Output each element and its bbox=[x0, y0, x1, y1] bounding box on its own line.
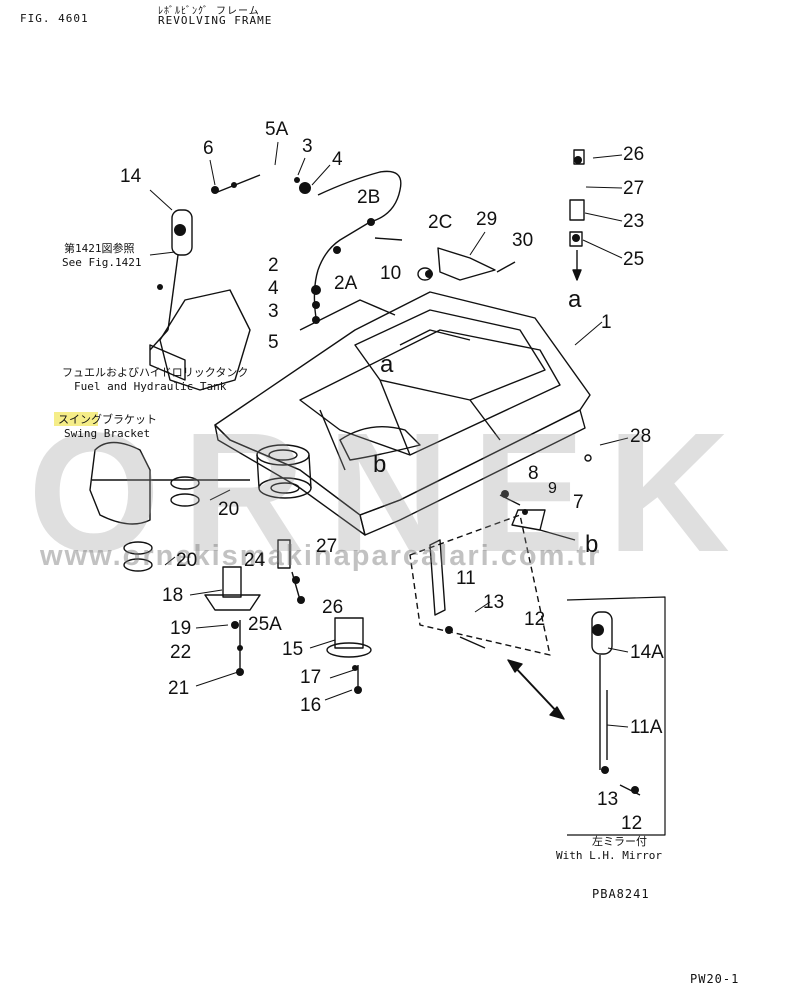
part-label-25: 25 bbox=[623, 249, 645, 270]
part-label-19: 19 bbox=[170, 618, 192, 639]
swing-en: Swing Bracket bbox=[64, 427, 151, 440]
see-fig-jp: 第1421図参照 bbox=[64, 242, 135, 255]
part-label-10: 10 bbox=[380, 263, 402, 284]
part-label-15: 15 bbox=[282, 639, 304, 660]
part-label-27a: 27 bbox=[623, 178, 645, 199]
part-label-5: 5 bbox=[268, 332, 279, 353]
part-label-9: 9 bbox=[548, 480, 557, 497]
mirror-14 bbox=[171, 209, 193, 256]
part-label-13b: 13 bbox=[597, 789, 619, 810]
part-label-11a: 11A bbox=[630, 717, 663, 738]
swing-mount-curve bbox=[339, 425, 421, 461]
part-label-3a: 3 bbox=[302, 136, 313, 157]
ref-label-a-top: a bbox=[568, 286, 582, 313]
part-label-7: 7 bbox=[573, 492, 584, 513]
part-label-4a: 4 bbox=[332, 149, 343, 170]
tank-jp: フュエルおよびハイドロリックタンク bbox=[62, 366, 249, 379]
watermark-brand: ORNEK bbox=[28, 398, 752, 588]
part-label-3b: 3 bbox=[268, 301, 279, 322]
part-label-14a: 14A bbox=[630, 642, 664, 663]
part-label-23: 23 bbox=[623, 211, 645, 232]
watermark-url: www.ornekismakinaparcalari.com.tr bbox=[40, 540, 602, 572]
part-label-30: 30 bbox=[512, 230, 534, 251]
mirror-jp: 左ミラー付 bbox=[592, 835, 647, 848]
part-label-22: 22 bbox=[170, 642, 192, 663]
part-label-16: 16 bbox=[300, 695, 322, 716]
mirror-detail-box bbox=[566, 596, 666, 836]
part-label-20b: 20 bbox=[176, 550, 198, 571]
part-label-2a: 2A bbox=[334, 273, 358, 294]
see-fig-en: See Fig.1421 bbox=[62, 256, 142, 269]
part-label-14: 14 bbox=[120, 166, 142, 187]
ref-label-a-frame: a bbox=[380, 351, 394, 378]
drawing-code: PBA8241 bbox=[592, 887, 650, 901]
part-label-20a: 20 bbox=[218, 499, 240, 520]
part-label-26b: 26 bbox=[322, 597, 344, 618]
frame-left-face bbox=[214, 424, 366, 536]
part-label-27b: 27 bbox=[316, 536, 338, 557]
stay-11 bbox=[429, 539, 446, 616]
part-label-18: 18 bbox=[162, 585, 184, 606]
tank-en: Fuel and Hydraulic Tank bbox=[74, 380, 227, 393]
highlight-marker bbox=[54, 412, 98, 426]
part-label-13a: 13 bbox=[483, 592, 505, 613]
part-label-4b: 4 bbox=[268, 278, 279, 299]
part-label-2: 2 bbox=[268, 255, 279, 276]
part-label-6: 6 bbox=[203, 138, 214, 159]
fuel-tank-outline bbox=[159, 289, 251, 391]
detail-arrow bbox=[511, 663, 561, 716]
part-label-25a: 25A bbox=[248, 614, 282, 635]
pin-18 bbox=[222, 566, 242, 598]
page-title: REVOLVING FRAME bbox=[158, 14, 273, 27]
figure-number: FIG. 4601 bbox=[20, 12, 89, 25]
part-label-17: 17 bbox=[300, 667, 322, 688]
page-number: PW20-1 bbox=[690, 972, 740, 986]
plate-29 bbox=[437, 247, 496, 281]
part-label-29: 29 bbox=[476, 209, 498, 230]
swing-jp: スイングブラケット bbox=[58, 413, 157, 426]
part-label-2c: 2C bbox=[428, 212, 453, 233]
part-label-1: 1 bbox=[601, 312, 612, 333]
part-label-26a: 26 bbox=[623, 144, 645, 165]
ref-label-b-frame: b bbox=[373, 451, 387, 478]
part-label-11: 11 bbox=[456, 568, 476, 589]
frame-inner-rail bbox=[299, 329, 561, 456]
part-label-2b: 2B bbox=[357, 187, 381, 208]
part-label-12a: 12 bbox=[524, 609, 546, 630]
part-label-8: 8 bbox=[528, 463, 539, 484]
part-label-5a: 5A bbox=[265, 119, 289, 140]
part-label-21: 21 bbox=[168, 678, 190, 699]
part-label-24: 24 bbox=[244, 550, 266, 571]
title-japanese: ﾚﾎﾞﾙﾋﾞﾝｸﾞ フレーム bbox=[158, 6, 260, 17]
part-label-28: 28 bbox=[630, 426, 652, 447]
swing-bracket-outline bbox=[89, 441, 151, 525]
ref-label-b-right: b bbox=[585, 531, 599, 558]
mirror-en: With L.H. Mirror bbox=[556, 849, 662, 862]
hydraulic-hose bbox=[317, 170, 402, 271]
part-label-12b: 12 bbox=[621, 813, 643, 834]
